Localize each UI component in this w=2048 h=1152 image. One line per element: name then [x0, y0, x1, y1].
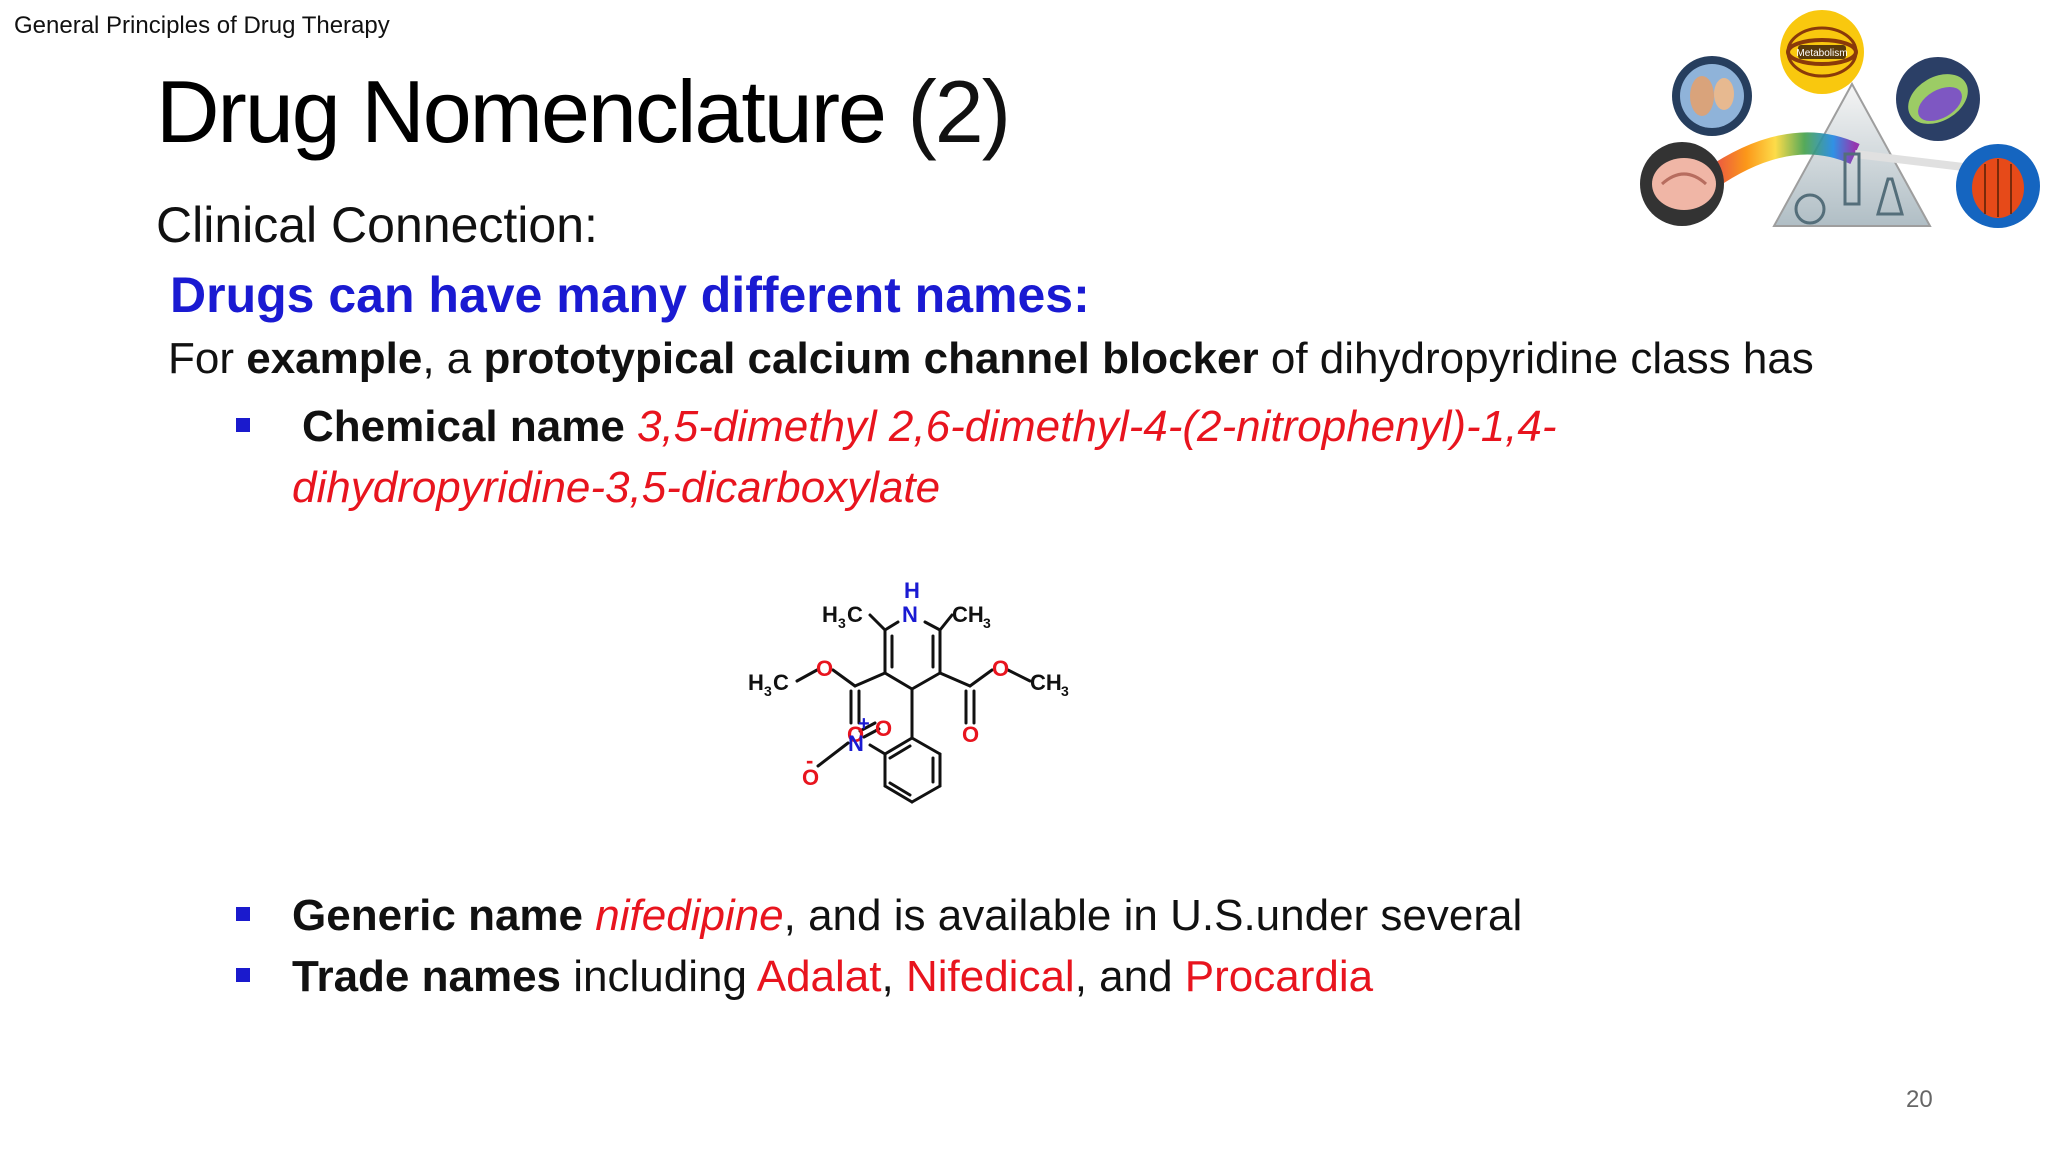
methyl-left-sub: 3	[764, 683, 772, 699]
course-header: General Principles of Drug Therapy	[14, 12, 390, 39]
nitro-plus-charge: +	[858, 713, 870, 735]
carbonyl-oxygen-left: O	[847, 722, 864, 747]
nitro-oxygen-top: O	[875, 716, 892, 741]
methyl-left-h: H	[748, 670, 764, 695]
trade-names-label: Trade names	[292, 952, 562, 1001]
trade-name-adalat: Adalat	[756, 952, 882, 1001]
page-number: 20	[1906, 1086, 1933, 1113]
logo-sign-text: Metabolism	[1796, 48, 1847, 59]
intro-bold-example: example	[246, 334, 423, 383]
nitro-oxygen-minus: O	[802, 765, 819, 790]
slide-subtitle: Clinical Connection:	[156, 197, 598, 253]
pharmacology-logo: Metabolism	[1640, 10, 2040, 228]
intro-sentence: For example, a prototypical calcium chan…	[168, 334, 1814, 383]
title-suffix: (2)	[907, 62, 1011, 161]
ester-oxygen-left: O	[816, 656, 833, 681]
bullet-square-icon	[236, 968, 250, 982]
methyl-top-left-sub: 3	[838, 615, 846, 631]
chemical-name-label: Chemical name	[302, 402, 625, 451]
slide-title: Drug Nomenclature (2)	[156, 62, 1011, 161]
nifedipine-structure-diagram: H N H 3 C CH 3 H 3 C CH 3 O O O O O N + …	[748, 578, 1069, 804]
methyl-right-sub: 3	[1061, 683, 1069, 699]
chemical-name-value: 3,5-dimethyl 2,6-dimethyl-4-(2-nitrophen…	[637, 402, 1557, 451]
section-heading: Drugs can have many different names:	[170, 267, 1090, 323]
methyl-left-c: C	[773, 670, 789, 695]
trade-name-nifedical: Nifedical	[905, 952, 1075, 1001]
methyl-top-left-h: H	[822, 602, 838, 627]
carbonyl-oxygen-right: O	[962, 722, 979, 747]
nitro-nitrogen: N	[848, 731, 864, 756]
chemical-name-value-cont: dihydropyridine-3,5-dicarboxylate	[292, 463, 941, 512]
nitro-minus-charge: -	[806, 748, 813, 773]
methyl-right-ch: CH	[1030, 670, 1062, 695]
trade-name-procardia: Procardia	[1184, 952, 1374, 1001]
bullet-square-icon	[236, 418, 250, 432]
methyl-top-left-c: C	[847, 602, 863, 627]
ester-oxygen-right: O	[992, 656, 1009, 681]
generic-name-value: nifedipine	[595, 891, 784, 940]
methyl-top-right-sub: 3	[983, 615, 991, 631]
nh-nitrogen-label: N	[902, 602, 918, 627]
nh-hydrogen-label: H	[904, 578, 920, 603]
intro-bold-blocker: prototypical calcium channel blocker	[483, 334, 1259, 383]
generic-name-label: Generic name	[292, 891, 584, 940]
bullet-square-icon	[236, 907, 250, 921]
methyl-top-right-ch: CH	[952, 602, 984, 627]
title-main: Drug Nomenclature	[156, 62, 887, 161]
